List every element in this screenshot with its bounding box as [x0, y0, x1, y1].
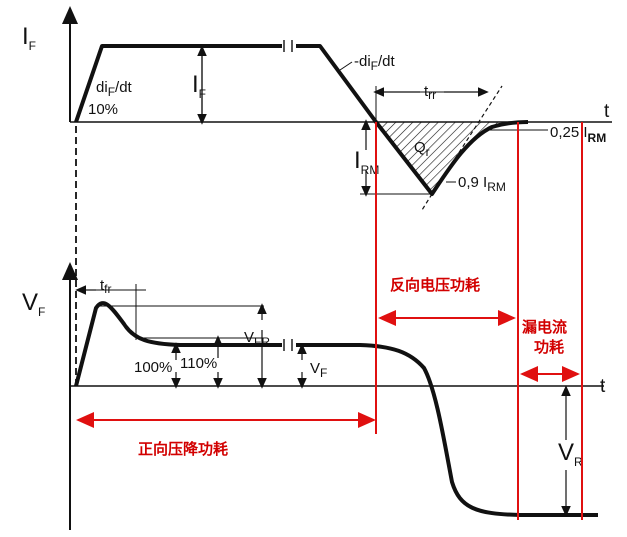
- forward-voltage-curve: [74, 301, 598, 517]
- recovery-charge-label: Qr: [414, 139, 430, 159]
- reverse-voltage-loss-label: 反向电压功耗: [390, 276, 480, 294]
- voltage-axes: [62, 262, 604, 530]
- forward-current-curve: [74, 44, 529, 196]
- forward-drop-loss-label: 正向压降功耗: [138, 440, 228, 458]
- rise-slope-label: diF/dt: [96, 79, 133, 99]
- voltage-time-axis-label: t: [600, 376, 606, 397]
- reverse-voltage-label: VR: [558, 439, 583, 469]
- forward-voltage-label: VF: [310, 360, 327, 380]
- plateau-current-label: IF: [192, 71, 206, 101]
- peak-reverse-current-label: IRM: [354, 147, 379, 177]
- current-time-axis-label: t: [604, 101, 610, 122]
- quarter-irm-label: 0,25 IRM: [550, 124, 606, 145]
- fall-slope-label: -diF/dt: [354, 53, 396, 73]
- ten-percent-label: 10%: [88, 101, 118, 118]
- forward-recovery-time-label: tfr: [100, 277, 112, 296]
- recovery-slope-line: [439, 85, 503, 183]
- current-axes: [62, 6, 612, 123]
- red-loss-annotations: [76, 122, 583, 520]
- voltage-axis-label: VF: [22, 289, 45, 319]
- leakage-loss-label-line1: 漏电流: [522, 318, 567, 336]
- ninety-percent-irm-label: 0,9 IRM: [458, 174, 506, 194]
- recovery-slope-line-lower: [421, 193, 433, 211]
- hundred-percent-label: 100%: [134, 359, 172, 376]
- hundred-ten-percent-label: 110%: [180, 355, 217, 372]
- forward-recovery-voltage-label: VFR: [244, 329, 270, 349]
- reverse-recovery-time-label: trr: [424, 83, 436, 102]
- leakage-loss-label-line2: 功耗: [534, 338, 564, 356]
- reverse-recovery-charge-area: [376, 122, 528, 194]
- current-axis-label: IF: [22, 23, 36, 53]
